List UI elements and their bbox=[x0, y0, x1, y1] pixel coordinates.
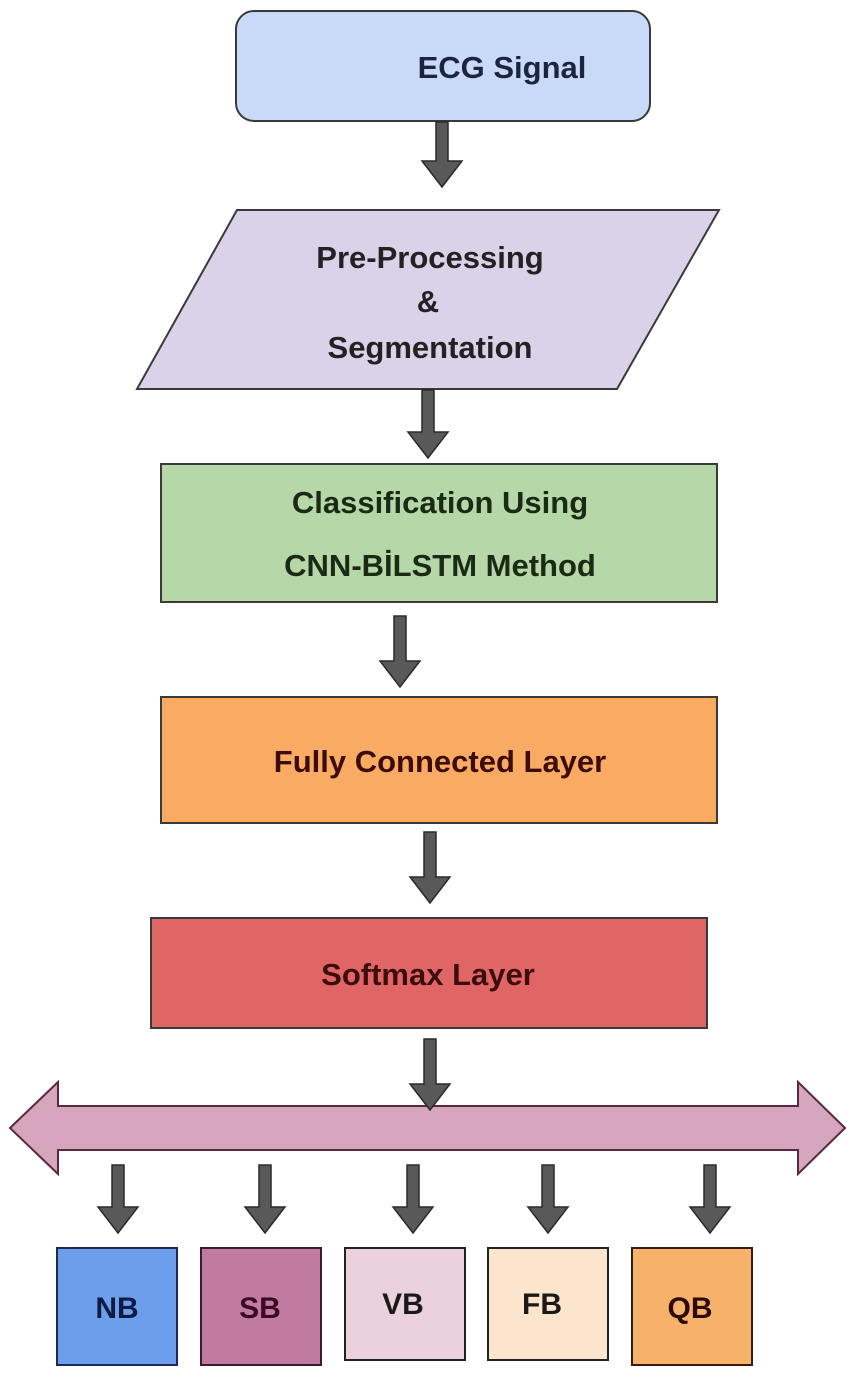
node-classification-label-line1: Classification Using bbox=[292, 485, 588, 520]
arrow-down-icon bbox=[408, 831, 452, 905]
node-classification-label-line2: CNN-BİLSTM Method bbox=[284, 548, 596, 583]
arrow-down-icon bbox=[406, 389, 450, 460]
node-ecg-label: ECG Signal bbox=[418, 50, 587, 85]
arrow-down-icon bbox=[408, 1038, 452, 1112]
node-ecg-shape bbox=[235, 10, 651, 122]
node-ecg-signal: ECG Signal bbox=[235, 10, 651, 122]
node-preprocessing-label-line1: Pre-Processing bbox=[316, 240, 543, 275]
arrow-down-icon bbox=[96, 1164, 140, 1235]
node-preprocessing-label-line3: Segmentation bbox=[328, 330, 533, 365]
arrow-down-icon bbox=[526, 1164, 570, 1235]
arrow-to-nb bbox=[96, 1164, 140, 1235]
arrow-classification-to-fc bbox=[378, 615, 422, 689]
distributor-double-arrow bbox=[8, 1079, 847, 1177]
arrow-to-sb bbox=[243, 1164, 287, 1235]
arrow-down-icon bbox=[378, 615, 422, 689]
arrow-fc-to-softmax bbox=[408, 831, 452, 905]
arrow-down-icon bbox=[420, 121, 464, 189]
output-qb: QB bbox=[631, 1247, 753, 1366]
output-nb: NB bbox=[56, 1247, 178, 1366]
arrow-down-icon bbox=[391, 1164, 435, 1235]
node-preprocessing-label-line2: & bbox=[417, 284, 439, 319]
node-fc-shape bbox=[160, 696, 718, 824]
node-classification: Classification Using CNN-BİLSTM Method bbox=[160, 463, 718, 603]
arrow-ecg-to-preprocess bbox=[420, 121, 464, 189]
output-vb: VB bbox=[344, 1247, 466, 1361]
node-preprocessing-shape bbox=[135, 209, 721, 390]
output-qb-shape bbox=[631, 1247, 753, 1366]
output-qb-label: QB bbox=[668, 1292, 713, 1325]
arrow-to-vb bbox=[391, 1164, 435, 1235]
arrow-down-icon bbox=[243, 1164, 287, 1235]
node-softmax-layer: Softmax Layer bbox=[150, 917, 708, 1029]
output-vb-label: VB bbox=[382, 1288, 424, 1321]
output-sb: SB bbox=[200, 1247, 322, 1366]
output-fb-shape bbox=[487, 1247, 609, 1361]
arrow-to-fb bbox=[526, 1164, 570, 1235]
node-fully-connected-layer: Fully Connected Layer bbox=[160, 696, 718, 824]
arrow-preprocess-to-classification bbox=[406, 389, 450, 460]
output-nb-shape bbox=[56, 1247, 178, 1366]
output-nb-label: NB bbox=[95, 1292, 138, 1325]
output-fb: FB bbox=[487, 1247, 609, 1361]
output-sb-label: SB bbox=[239, 1292, 281, 1325]
node-preprocessing: Pre-Processing & Segmentation bbox=[135, 209, 721, 390]
arrow-to-qb bbox=[688, 1164, 732, 1235]
node-classification-shape bbox=[160, 463, 718, 603]
output-fb-label: FB bbox=[522, 1288, 562, 1321]
arrow-down-icon bbox=[688, 1164, 732, 1235]
node-softmax-label: Softmax Layer bbox=[321, 957, 535, 992]
node-softmax-shape bbox=[150, 917, 708, 1029]
output-vb-shape bbox=[344, 1247, 466, 1361]
arrow-softmax-to-distributor bbox=[408, 1038, 452, 1112]
node-fc-label: Fully Connected Layer bbox=[274, 744, 606, 779]
output-sb-shape bbox=[200, 1247, 322, 1366]
